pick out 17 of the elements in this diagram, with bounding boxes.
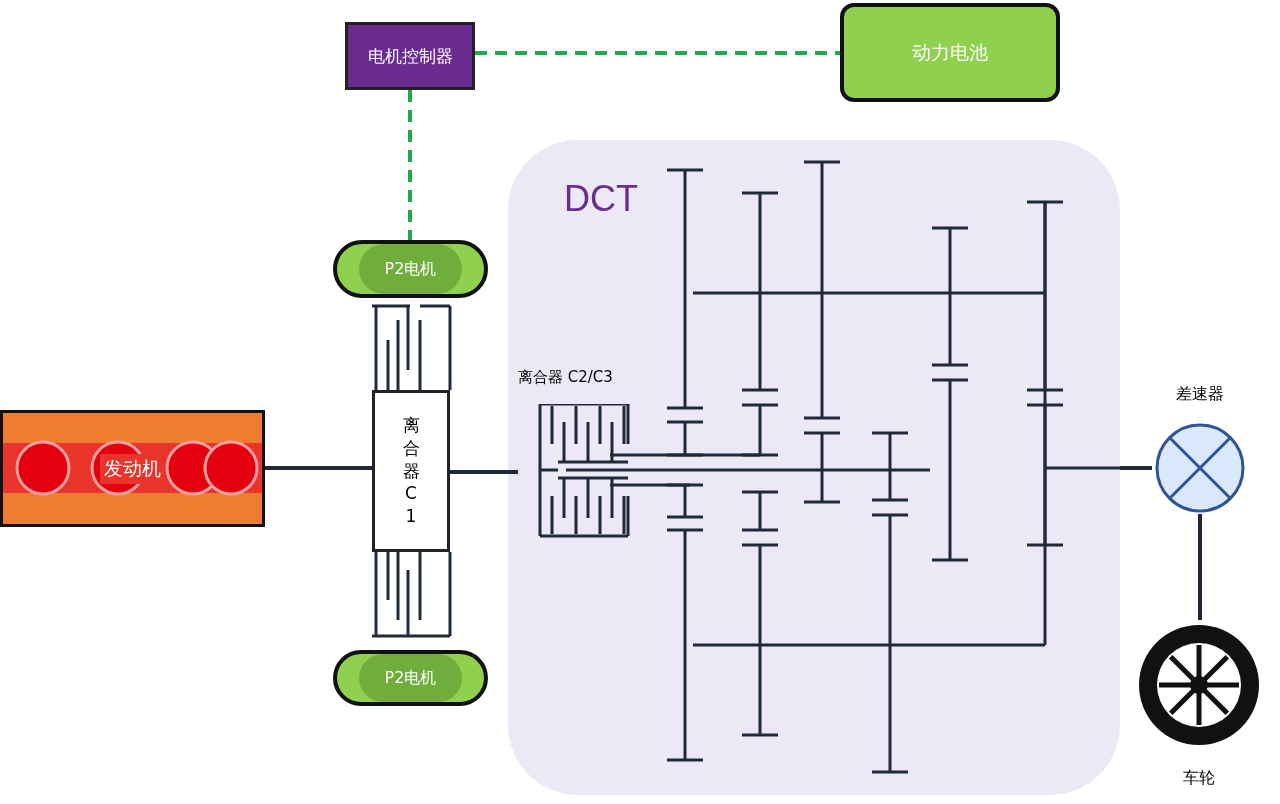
connector-line [408,90,412,240]
connector-line [265,466,372,470]
part-label: 车轮 [1182,768,1216,789]
clutch-box: 离合器C1 [372,390,450,552]
panel-title: DCT [564,178,638,220]
connector-line [1198,514,1202,620]
transmission-panel [508,140,1120,795]
motor-box: P2电机 [333,650,488,706]
connector-line [475,51,840,55]
part-label: 差速器 [1175,384,1225,405]
motor-box: P2电机 [333,240,488,298]
controller-box: 电机控制器 [345,22,475,90]
connector-line [1120,466,1152,470]
clutch-label: 离合器 C2/C3 [518,368,613,387]
connector-line [450,470,518,474]
battery-box: 动力电池 [840,3,1060,102]
engine-box [0,410,265,527]
